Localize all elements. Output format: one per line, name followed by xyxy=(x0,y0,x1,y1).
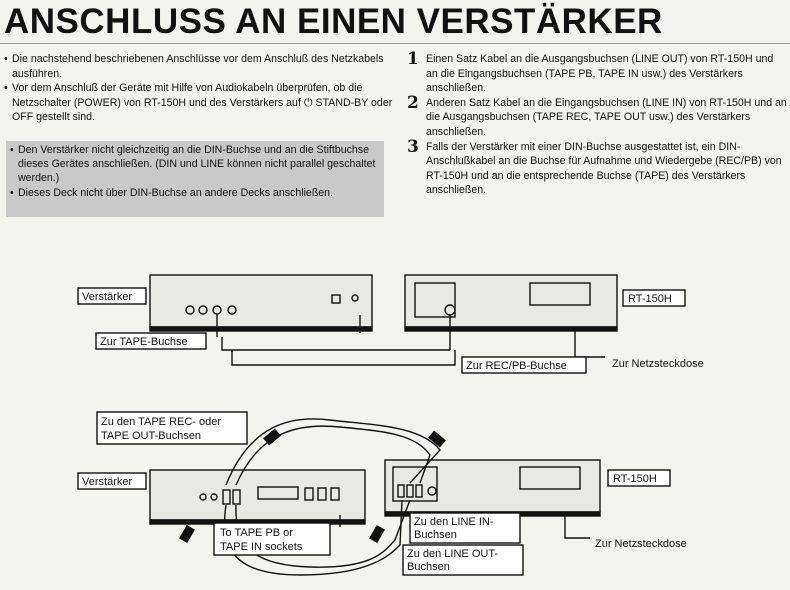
step-number: 3 xyxy=(407,136,419,157)
rca-plug-icon xyxy=(179,524,195,544)
deck-label: RT-150H xyxy=(613,473,657,485)
step-text: Anderen Satz Kabel an die Eingangsbuchse… xyxy=(426,96,787,138)
amp-connector-icon xyxy=(330,487,340,501)
amp-connector-icon xyxy=(331,294,341,304)
deck-rear-panel xyxy=(384,459,601,513)
label-box xyxy=(95,332,207,350)
line-in-label-line2: Buchsen xyxy=(414,529,457,541)
deck-recpb-jack-label: Zur REC/PB-Buchse xyxy=(466,360,567,372)
label-box xyxy=(461,356,587,374)
amplifier-label: Verstärker xyxy=(82,291,132,303)
step-number: 2 xyxy=(407,92,419,113)
power-standby-icon: ⏻ xyxy=(303,96,313,109)
rca-plug-icon xyxy=(263,428,281,446)
rec-cable xyxy=(235,425,431,486)
amp-terminal-block xyxy=(257,486,299,500)
amp-connector-icon xyxy=(304,487,314,501)
line-out-label-line2: Buchsen xyxy=(407,561,450,573)
warning-box: Den Verstärker nicht gleichzeitig an die… xyxy=(6,141,384,217)
amp-tape-jack-label: Zur TAPE-Buchse xyxy=(100,336,188,348)
din-cable xyxy=(216,314,456,366)
label-box xyxy=(96,411,248,445)
label-box xyxy=(77,472,147,490)
line-out-label-line1: Zu den LINE OUT- xyxy=(407,548,498,560)
amplifier-rear-panel xyxy=(149,274,373,328)
deck-panel-recess xyxy=(414,282,456,318)
instructions-left-column: Die nachstehend beschriebenen Anschlüsse… xyxy=(4,52,394,125)
tape-rec-label-line2: TAPE OUT-Buchsen xyxy=(101,430,201,442)
deck-jack-icon xyxy=(406,484,414,498)
amp-jack-pair-icon xyxy=(232,489,241,505)
amp-jack-icon xyxy=(185,305,195,315)
deck-panel-recess xyxy=(392,466,438,502)
step-text: Falls der Verstärker mit einer DIN-Buchs… xyxy=(426,140,782,197)
amp-connector-icon xyxy=(317,487,327,501)
tape-pb-label-line2: TAPE IN sockets xyxy=(220,541,303,553)
page-title: ANSCHLUSS AN EINEN VERSTÄRKER xyxy=(4,2,663,41)
amp-jack-pair-icon xyxy=(222,489,231,505)
deck-label-plate xyxy=(529,282,591,306)
rec-cable xyxy=(225,418,441,486)
warning-bullet-2: Dieses Deck nicht über DIN-Buchse an and… xyxy=(10,186,380,200)
label-box xyxy=(622,289,686,307)
title-divider xyxy=(0,43,790,44)
amp-jack-icon xyxy=(198,305,208,315)
step-number: 1 xyxy=(407,49,419,69)
power-cord xyxy=(564,512,590,539)
deck-din-jack-icon xyxy=(427,486,437,496)
deck-jack-icon xyxy=(397,484,405,498)
step-2: 2 Anderen Satz Kabel an die Eingangsbuchs… xyxy=(407,92,787,140)
instruction-bullet-2-tail: STAND-BY oder OFF gestellt sind. xyxy=(12,96,393,124)
warning-bullet-1: Den Verstärker nicht gleichzeitig an die… xyxy=(10,143,380,186)
deck-label: RT-150H xyxy=(628,293,672,305)
amp-jack-icon xyxy=(227,305,237,315)
label-box xyxy=(409,512,521,544)
label-box xyxy=(77,287,147,305)
label-box xyxy=(213,522,331,556)
connection-diagram: Verstärker RT-150H Zur TAPE-Buchse Zur R… xyxy=(77,274,704,576)
instruction-bullet-2-text: Vor dem Anschluß der Geräte mit Hilfe vo… xyxy=(12,82,363,109)
step-1: 1 Einen Satz Kabel an die Ausgangsbuchsen… xyxy=(407,49,787,96)
amp-jack-icon xyxy=(199,493,207,501)
instruction-bullet-2: Vor dem Anschluß der Geräte mit Hilfe vo… xyxy=(4,81,394,125)
rca-plug-icon xyxy=(428,430,446,448)
label-box xyxy=(402,544,524,576)
rca-plug-icon xyxy=(369,524,385,544)
amplifier-label: Verstärker xyxy=(82,476,132,488)
label-box xyxy=(607,469,671,487)
amp-screw-icon xyxy=(351,294,359,302)
deck-jack-icon xyxy=(415,484,423,498)
outlet-label: Zur Netzsteckdose xyxy=(612,358,704,370)
step-text: Einen Satz Kabel an die Ausgangsbuchsen … xyxy=(426,53,774,95)
line-in-label-line1: Zu den LINE IN- xyxy=(414,516,494,528)
amplifier-base xyxy=(149,326,373,332)
tape-pb-label-line1: To TAPE PB or xyxy=(220,527,293,539)
deck-label-plate xyxy=(519,466,581,490)
outlet-label: Zur Netzsteckdose xyxy=(595,538,687,550)
amp-jack-icon xyxy=(210,493,218,501)
deck-base xyxy=(404,326,618,332)
instructions-right-column: 1 Einen Satz Kabel an die Ausgangsbuchsen… xyxy=(407,49,787,198)
tape-rec-label-line1: Zu den TAPE REC- oder xyxy=(101,416,221,428)
step-3: 3 Falls der Verstärker mit einer DIN-Buch… xyxy=(407,136,787,198)
instruction-bullet-1: Die nachstehend beschriebenen Anschlüsse… xyxy=(4,52,394,81)
